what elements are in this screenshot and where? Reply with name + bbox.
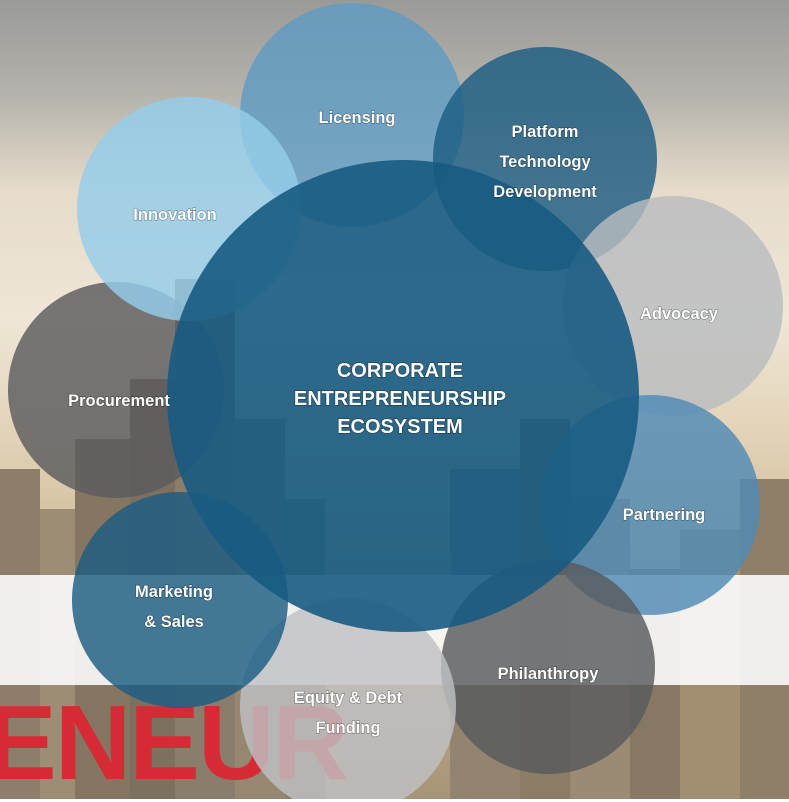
node-circle-equity-debt-funding: [240, 598, 456, 799]
node-label-platform-technology-development-line: Technology: [499, 153, 591, 171]
node-label-innovation-line: Innovation: [133, 206, 216, 224]
node-label-partnering-line: Partnering: [623, 506, 706, 524]
node-label-innovation: Innovation: [133, 206, 216, 224]
node-label-partnering: Partnering: [623, 506, 706, 524]
node-label-philanthropy-line: Philanthropy: [498, 665, 600, 683]
node-label-marketing-sales-line: & Sales: [144, 613, 204, 631]
center-label: CORPORATE ENTREPRENEURSHIP ECOSYSTEM: [294, 360, 506, 438]
node-label-equity-debt-funding-line: Funding: [315, 719, 380, 737]
node-label-marketing-sales: Marketing & Sales: [135, 583, 213, 631]
node-label-procurement-line: Procurement: [68, 392, 170, 410]
center-circle: [167, 160, 639, 632]
node-label-procurement: Procurement: [68, 392, 170, 410]
node-label-platform-technology-development-line: Development: [493, 183, 597, 201]
node-label-licensing: Licensing: [318, 109, 395, 127]
node-label-equity-debt-funding-line: Equity & Debt: [294, 689, 403, 707]
node-label-licensing-line: Licensing: [318, 109, 395, 127]
node-label-advocacy-line: Advocacy: [640, 305, 719, 323]
center-label-line: ECOSYSTEM: [337, 416, 463, 438]
node-label-philanthropy: Philanthropy: [498, 665, 600, 683]
node-label-marketing-sales-line: Marketing: [135, 583, 213, 601]
center-label-line: CORPORATE: [337, 360, 463, 382]
node-circle-procurement: [8, 282, 224, 498]
node-label-advocacy: Advocacy: [640, 305, 719, 323]
node-label-platform-technology-development-line: Platform: [512, 123, 579, 141]
center-label-line: ENTREPRENEURSHIP: [294, 388, 506, 410]
